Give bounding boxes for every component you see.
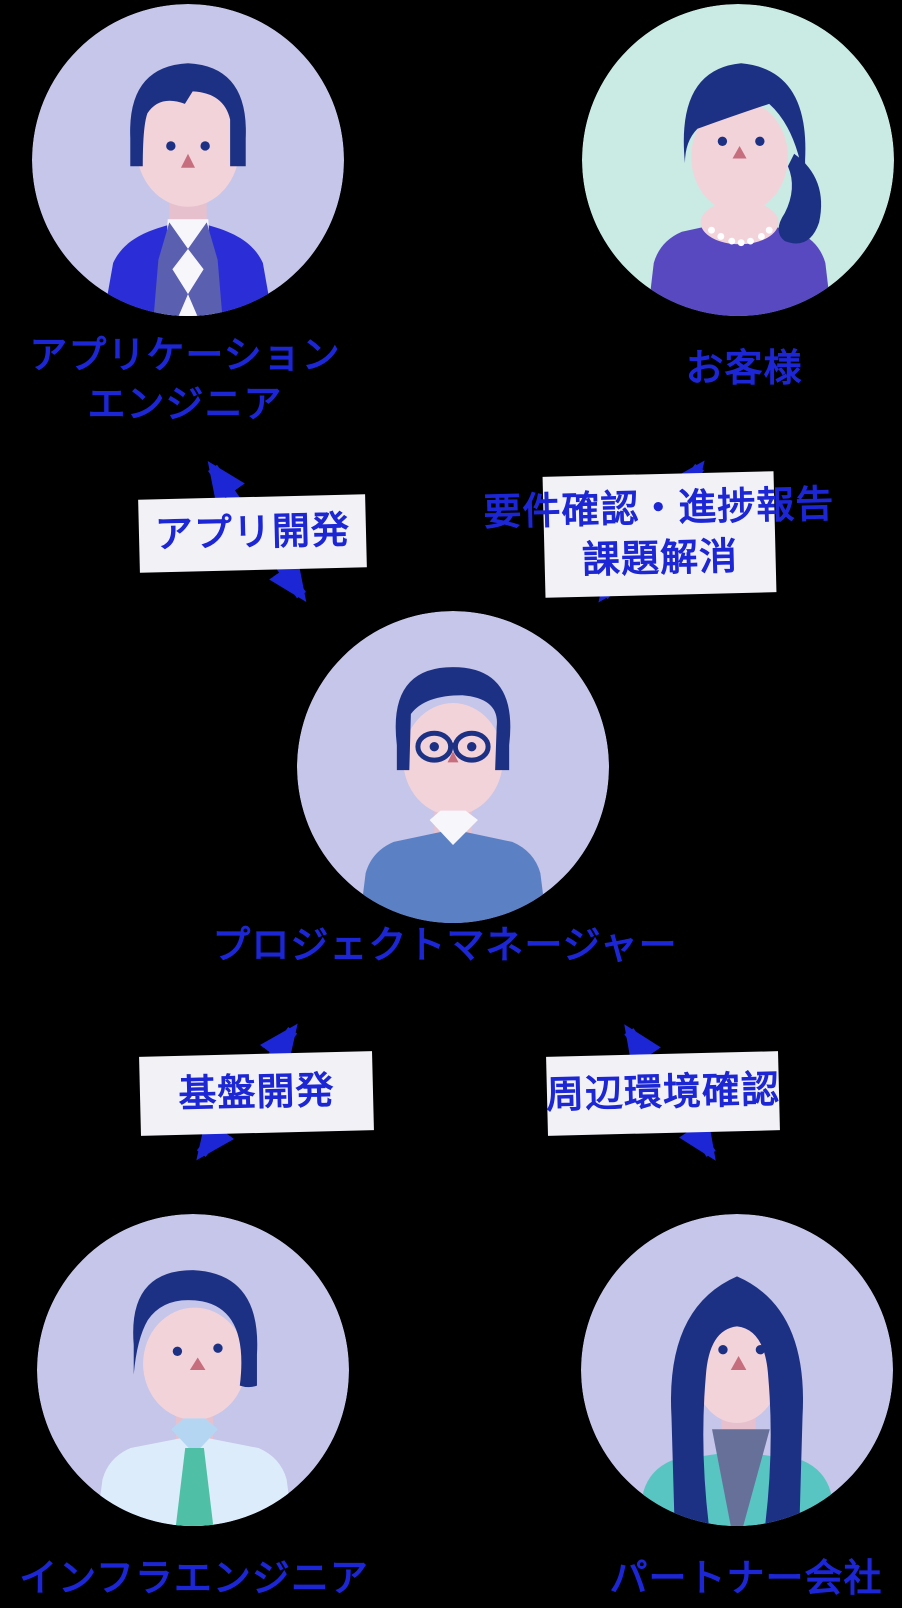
application-engineer-illustration (32, 4, 344, 316)
glasses (415, 730, 491, 763)
project-manager-avatar (297, 611, 609, 923)
hair (670, 1276, 804, 1526)
application-engineer-avatar (32, 4, 344, 316)
pearl-necklace (708, 226, 773, 247)
tie (175, 1448, 214, 1526)
eye-left (166, 141, 176, 151)
turtleneck (712, 1429, 770, 1526)
application-engineer-label: アプリケーション エンジニア (29, 335, 341, 426)
nose (447, 751, 459, 763)
eye-left (172, 1346, 183, 1356)
project-manager-label: プロジェクトマネージャー (212, 925, 678, 967)
edge-label-text: アプリ開発 (154, 509, 351, 557)
infra-engineer-label: インフラエンジニア (19, 1558, 369, 1600)
eye-right (755, 1345, 766, 1355)
eye-left (718, 1345, 728, 1355)
project-manager-illustration (297, 611, 609, 923)
eye-left (717, 136, 728, 146)
eye-right (467, 742, 477, 752)
ponytail (778, 153, 822, 244)
collar (171, 1418, 218, 1455)
blouse (647, 219, 832, 316)
hair (683, 63, 806, 189)
nose (730, 1355, 747, 1370)
edge-label-text: 周辺環境確認 (545, 1068, 781, 1117)
nose (189, 1357, 206, 1370)
infra-engineer-illustration (37, 1214, 349, 1526)
eye-right (213, 1343, 223, 1353)
hair (395, 667, 511, 771)
infra-engineer-avatar (37, 1214, 349, 1526)
partner-company-illustration (581, 1214, 893, 1526)
partner-company-label: パートナー会社 (609, 1558, 883, 1600)
edge-label-text-line1: 要件確認・進捗報告 (482, 483, 835, 535)
customer-avatar (582, 4, 894, 316)
eye-right (755, 136, 765, 146)
face (136, 88, 240, 207)
edge-label-infra-development: 基盤開発 (139, 1051, 374, 1136)
hair (133, 1270, 258, 1388)
edge-label-app-development: アプリ開発 (138, 494, 367, 573)
nose (180, 153, 196, 168)
edge-label-environment-check: 周辺環境確認 (546, 1051, 780, 1136)
customer-illustration (582, 4, 894, 316)
eye-right (200, 141, 210, 151)
sweater (359, 829, 547, 923)
edge-label-text: 基盤開発 (177, 1069, 335, 1116)
lapel-right (188, 222, 223, 316)
hair (130, 63, 246, 167)
edge-label-customer-communication: 要件確認・進捗報告 課題解消 (483, 471, 835, 598)
customer-label: お客様 (685, 348, 803, 390)
collar (429, 810, 478, 845)
lapel-left (153, 222, 188, 316)
eye-left (429, 742, 439, 752)
nose (732, 145, 747, 159)
partner-company-avatar (581, 1214, 893, 1526)
edge-label-text-line2: 課題解消 (581, 535, 739, 582)
